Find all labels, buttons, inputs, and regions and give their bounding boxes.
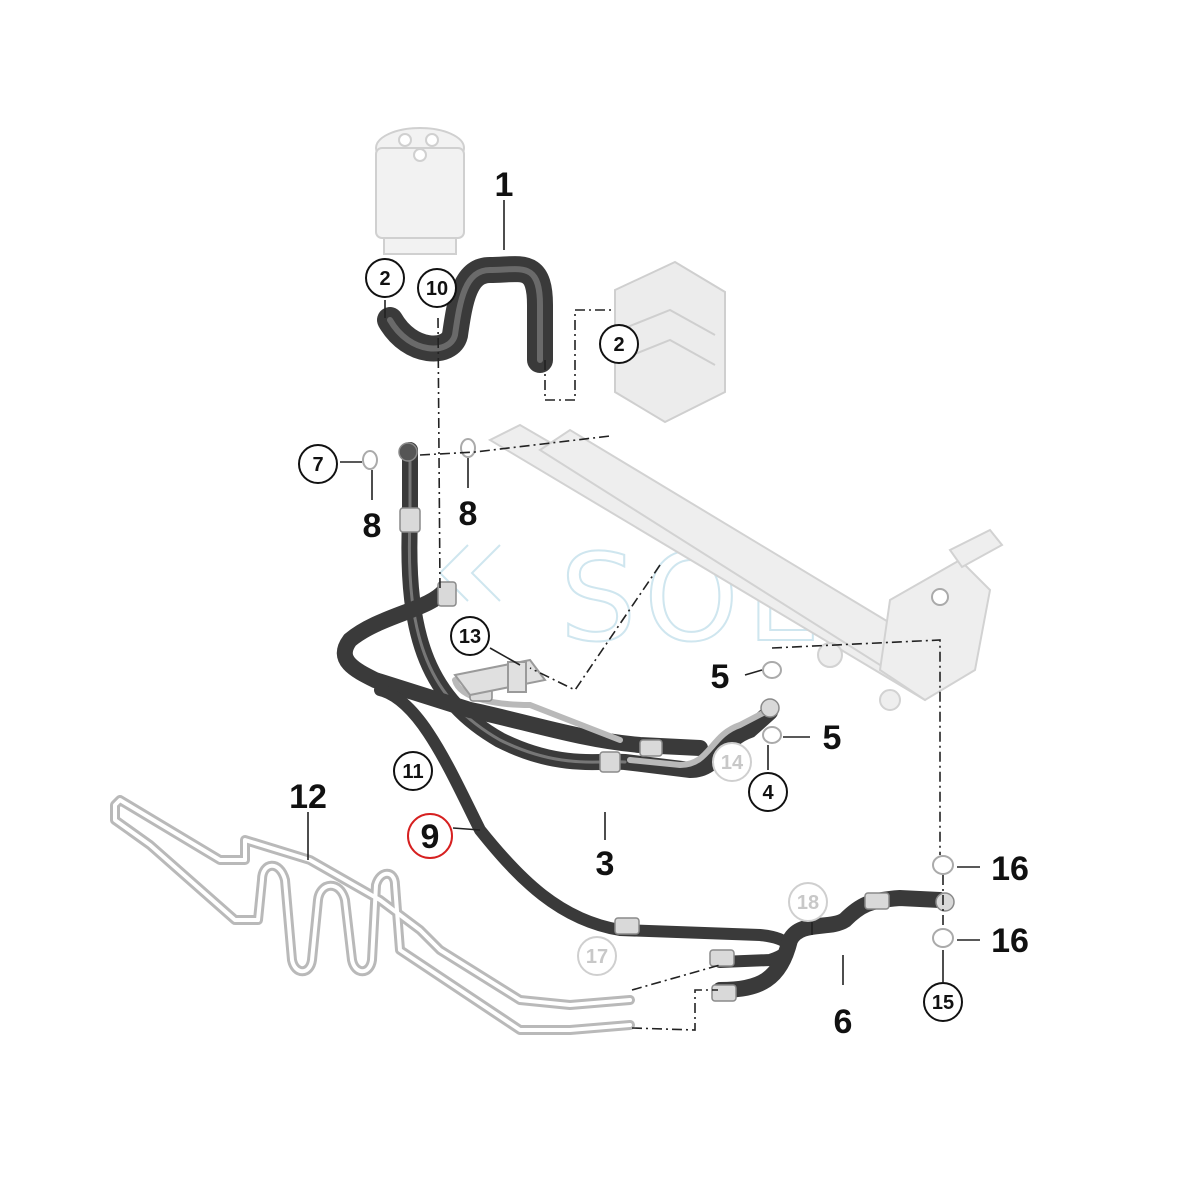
label-3: 3: [596, 845, 615, 883]
label-16a: 16: [991, 850, 1029, 888]
label-5b: 5: [823, 719, 842, 757]
label-10: 10: [426, 278, 448, 300]
label-8b: 8: [459, 495, 478, 533]
label-9: 9: [421, 818, 440, 856]
callout-circle-2a: [365, 258, 405, 298]
callout-circle-13: [450, 616, 490, 656]
label-15: 15: [932, 992, 954, 1014]
cooler-part-12: [110, 795, 635, 1035]
label-7: 7: [312, 454, 323, 476]
callout-circle-10: [417, 268, 457, 308]
label-8a: 8: [363, 507, 382, 545]
callout-circle-14: [712, 742, 752, 782]
label-17: 17: [586, 946, 608, 968]
label-13: 13: [459, 626, 481, 648]
callout-labels: 1 2 10 2 7 8 8 13 5 5 14 4 11 12 9 3 16 …: [289, 166, 1029, 1041]
washers: [362, 438, 954, 948]
label-18: 18: [797, 892, 819, 914]
callout-circle-2b: [599, 324, 639, 364]
hose-part-6: [712, 889, 948, 998]
label-14: 14: [721, 752, 744, 774]
callout-circle-4: [748, 772, 788, 812]
assembly-dash-lines: [419, 309, 944, 1031]
hose-part-1: [377, 256, 553, 373]
bracket-part-13: [453, 658, 547, 697]
label-1: 1: [495, 166, 514, 204]
callout-circle-9-highlight: [407, 813, 453, 859]
return-hose: [336, 582, 708, 756]
callout-circle-17: [577, 936, 617, 976]
callout-circle-11: [393, 751, 433, 791]
label-12: 12: [289, 778, 327, 816]
callout-circle-7: [298, 444, 338, 484]
fittings: [398, 442, 955, 1002]
label-6: 6: [834, 1003, 853, 1041]
steering-rack: [487, 423, 1004, 711]
label-4: 4: [762, 782, 774, 804]
circled-callouts: [298, 258, 963, 1022]
label-2a: 2: [379, 268, 390, 290]
steering-pump: [614, 260, 726, 424]
label-11: 11: [402, 761, 423, 783]
callout-circle-15: [923, 982, 963, 1022]
label-5a: 5: [711, 658, 730, 696]
leader-lines: [307, 200, 980, 985]
label-2b: 2: [613, 334, 624, 356]
callout-circle-18: [788, 882, 828, 922]
reservoir: [375, 127, 465, 255]
label-16b: 16: [991, 922, 1029, 960]
